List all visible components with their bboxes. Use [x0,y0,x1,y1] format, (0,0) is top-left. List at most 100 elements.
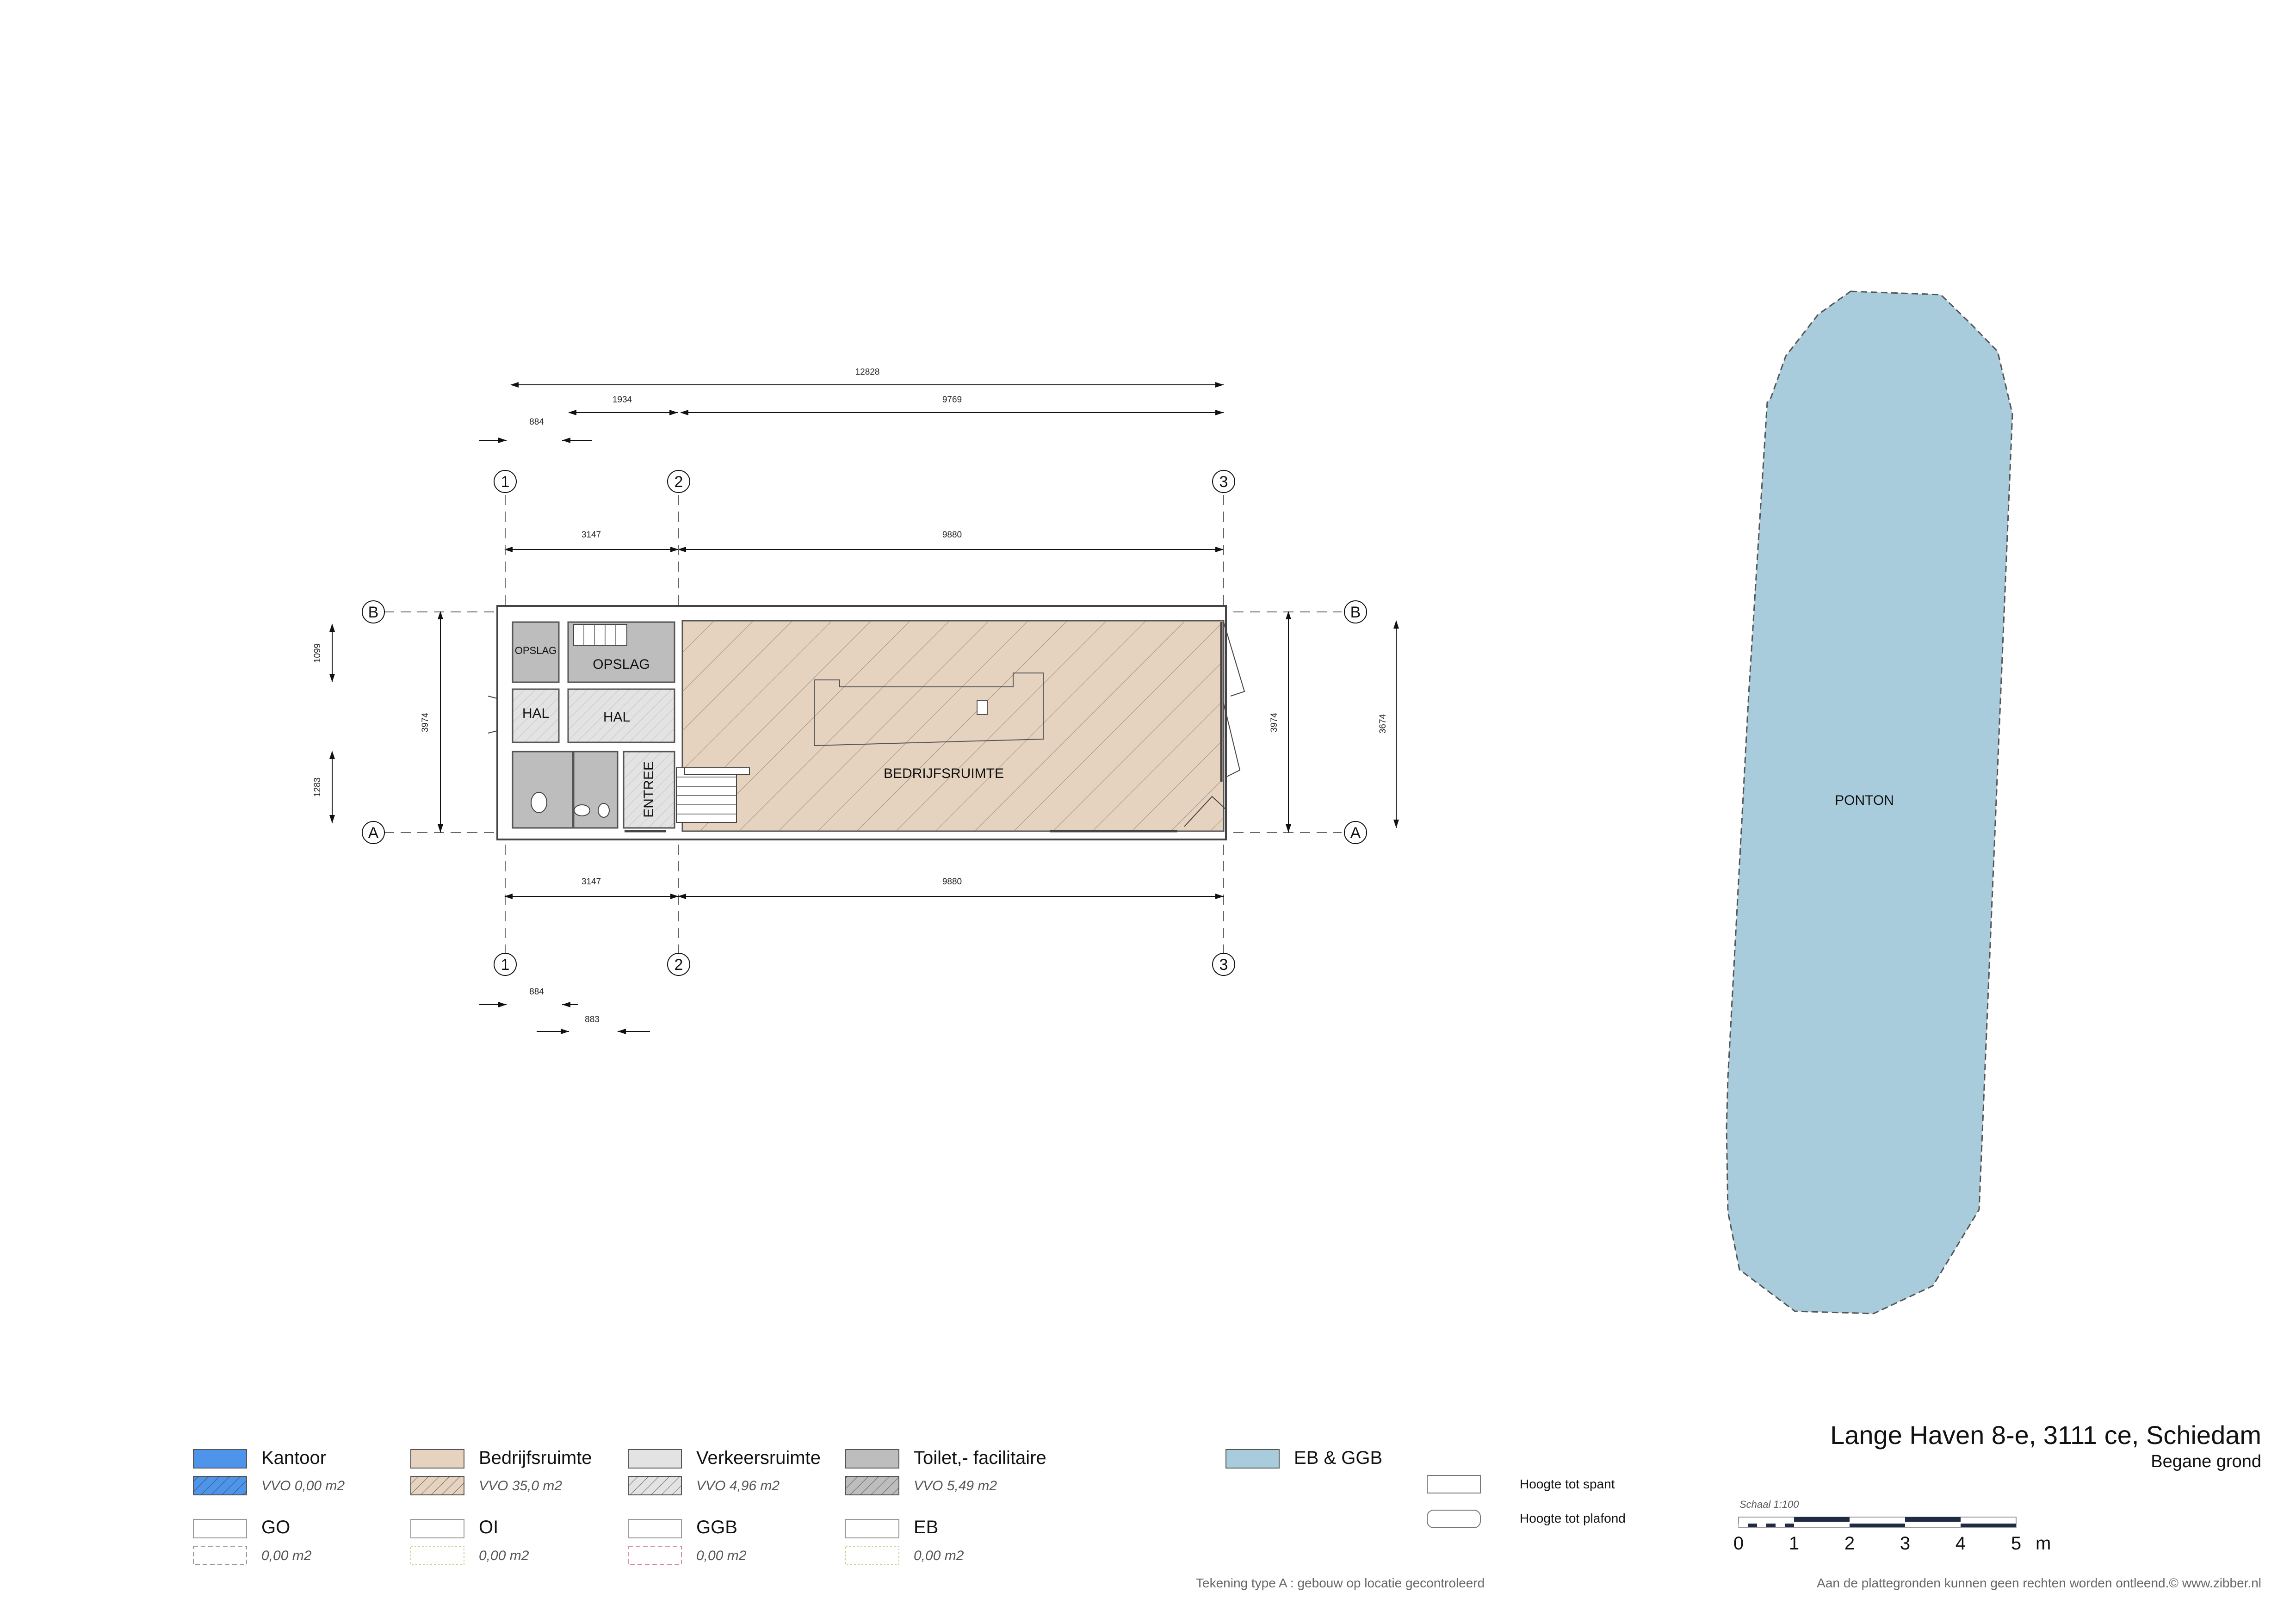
grid-label-3-top: 3 [1219,473,1228,491]
scale-tick-4: 4 [1956,1533,1966,1554]
room-label-opslag-small: OPSLAG [515,645,557,656]
toilet-icon [598,803,610,818]
footer-left: Tekening type A : gebouw op locatie geco… [1196,1576,1485,1590]
room-label-opslag: OPSLAG [593,657,650,672]
grid-label-2-bottom: 2 [675,956,683,974]
ponton-shape [1726,290,2013,1314]
right-dimensions: 3974 3674 [1269,611,1399,833]
scale-tick-5: 5 [2011,1533,2021,1554]
grid-label-B-right: B [1350,604,1361,621]
room-label-entree: ENTREE [641,761,656,818]
dim-grid-12-top: 3147 [582,530,601,540]
legend-area-go: 0,00 m2 [261,1548,312,1563]
legend-swatch-kantoor [193,1449,247,1469]
grid-dimensions-top: 3147 9880 [504,530,1224,552]
grid-label-1-top: 1 [501,473,510,491]
dim-bottom-small-2: 883 [585,1015,600,1024]
legend-area-toilet: VVO 5,49 m2 [914,1478,997,1493]
legend: Kantoor VVO 0,00 m2 Bedrijfsruimte VVO 3… [193,1448,1626,1565]
legend-area-ggb: 0,00 m2 [696,1548,747,1563]
legend-label-eb-ggb: EB & GGB [1294,1448,1382,1468]
legend-label-spant: Hoogte tot spant [1520,1477,1615,1491]
dim-bottom-12: 3147 [582,877,601,887]
legend-hatch-kantoor [193,1476,247,1495]
room-label-hal-right: HAL [603,710,630,725]
footer-right: Aan de plattegronden kunnen geen rechten… [1817,1576,2261,1590]
legend-label-verkeersruimte: Verkeersruimte [696,1448,821,1468]
address-title: Lange Haven 8-e, 3111 ce, Schiedam [1830,1420,2261,1450]
legend-hatch-toilet [846,1476,899,1495]
legend-swatch-oi [410,1519,464,1538]
grid-label-B-left: B [368,604,379,621]
legend-label-oi: OI [479,1517,498,1537]
room-label-ponton: PONTON [1835,793,1894,808]
dim-right-outer: 3674 [1378,714,1388,734]
toilet-icon [531,792,547,813]
opslag-small-room [512,621,560,683]
legend-label-kantoor: Kantoor [261,1448,326,1468]
dim-left-lower: 1283 [313,778,322,797]
building: OPSLAG OPSLAG HAL HAL ENTREE [488,605,1245,840]
title-block: Lange Haven 8-e, 3111 ce, Schiedam Began… [1733,1420,2261,1554]
legend-area-kantoor: VVO 0,00 m2 [261,1478,345,1493]
bottom-dimensions: 3147 9880 1 2 3 884 883 [479,877,1235,1034]
dim-top-left: 1934 [613,395,632,405]
dim-top-right: 9769 [942,395,962,405]
stair-landing [684,767,750,775]
legend-area-oi: 0,00 m2 [479,1548,529,1563]
grid-label-A-right: A [1350,824,1361,842]
dim-bottom-23: 9880 [942,877,962,887]
scale-bar [1738,1517,2017,1528]
grid-markers-rows: B A B A [362,600,1367,844]
grid-label-3-bottom: 3 [1219,956,1228,974]
grid-markers-top: 1 2 3 [494,470,1235,493]
room-label-bedrijfsruimte: BEDRIJFSRUIMTE [884,766,1004,781]
footer: Tekening type A : gebouw op locatie geco… [1196,1576,2261,1590]
scale-tick-3: 3 [1900,1533,1910,1554]
scale-tick-1: 1 [1789,1533,1799,1554]
legend-label-eb: EB [914,1517,938,1537]
legend-label-ggb: GGB [696,1517,737,1537]
dim-grid-23-top: 9880 [942,530,962,540]
legend-swatch-go [193,1519,247,1538]
legend-area-eb: 0,00 m2 [914,1548,964,1563]
small-stair [573,624,627,646]
toilet-room-2 [573,751,619,829]
left-dimensions: 3974 1099 1283 [313,611,443,833]
legend-label-plafond: Hoogte tot plafond [1520,1511,1626,1525]
legend-swatch-eb-ggb [1225,1449,1280,1469]
legend-label-go: GO [261,1517,290,1537]
legend-swatch-ggb [628,1519,682,1538]
dim-top-small: 884 [529,417,544,427]
sink-icon [977,700,988,715]
legend-label-toilet: Toilet,- facilitaire [914,1448,1046,1468]
dim-right-inner: 3974 [1269,712,1279,732]
scale-tick-2: 2 [1844,1533,1855,1554]
grid-label-1-bottom: 1 [501,956,510,974]
floor-title: Begane grond [2151,1452,2261,1471]
grid-label-A-left: A [368,824,379,842]
legend-area-verkeersruimte: VVO 4,96 m2 [696,1478,780,1493]
stair-treads [676,777,736,815]
ponton: PONTON [1726,290,2013,1314]
bedrijfsruimte-hatch [682,621,1224,831]
legend-swatch-plafond [1427,1510,1481,1528]
scale-unit: m [2036,1533,2051,1554]
legend-hatch-bedrijfsruimte [411,1476,464,1495]
legend-swatch-eb [845,1519,899,1538]
washbasin-icon [574,804,590,816]
legend-swatch-spant [1427,1475,1481,1493]
scale-tick-0: 0 [1733,1533,1744,1554]
scale-label: Schaal 1:100 [1739,1499,1799,1510]
doors [488,622,1245,833]
toilet-room-1 [512,751,574,829]
legend-area-bedrijfsruimte: VVO 35,0 m2 [479,1478,562,1493]
dim-left-total: 3974 [421,712,430,732]
counter-outline [814,673,1044,747]
room-label-hal-left: HAL [522,706,549,721]
legend-swatch-bedrijfsruimte [410,1449,464,1469]
dim-bottom-small-1: 884 [529,987,544,997]
dim-left-upper: 1099 [313,643,322,663]
legend-hatch-verkeersruimte [628,1476,681,1495]
